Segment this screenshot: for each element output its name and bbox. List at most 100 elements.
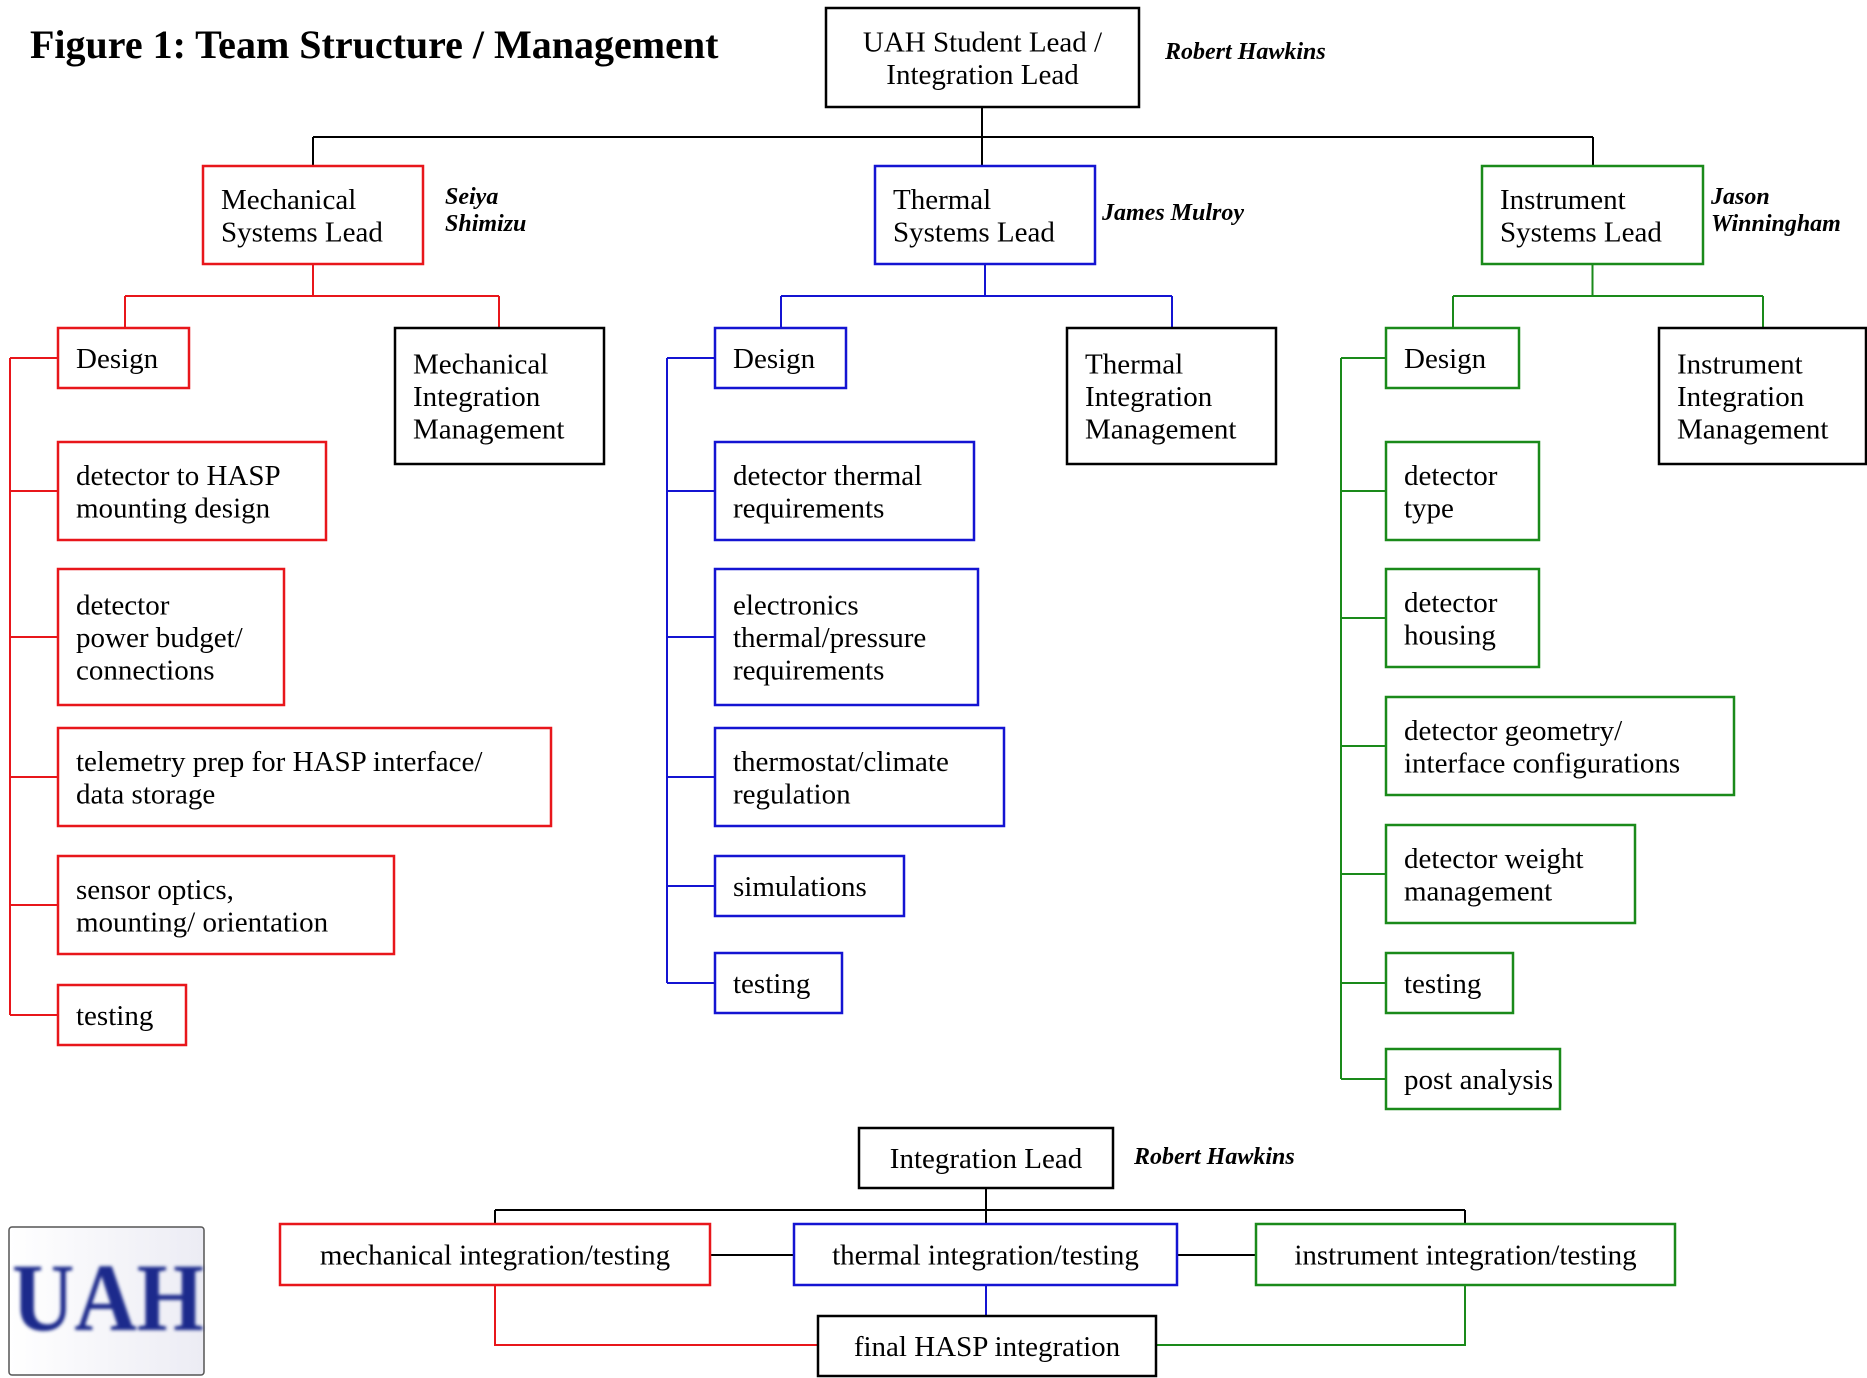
thermal-integration-box-frame: [792, 1222, 1179, 1287]
thermal-task-0-label: detector thermal: [733, 460, 922, 492]
mechanical-task-3-frame: [56, 854, 396, 956]
instrument-task-1-label: detector: [1404, 587, 1498, 619]
mechanical-lead-box-label: Systems Lead: [221, 216, 383, 248]
mechanical-integration-box-label: Integration: [413, 381, 541, 413]
instrument-task-1-frame: [1384, 567, 1541, 669]
thermal-task-3-frame: [713, 854, 906, 918]
instrument-integration-box-label: Integration: [1677, 381, 1805, 413]
thermal-design-box: Design: [713, 326, 848, 390]
instrument-task-3-frame: [1384, 823, 1637, 925]
thermal-design-box-frame: [713, 326, 848, 390]
thermal-task-4-label: testing: [733, 968, 810, 1000]
instrument-integration-box: instrument integration/testing: [1254, 1222, 1677, 1287]
instrument-integration-box-frame: [1254, 1222, 1677, 1287]
mechanical-integration-box-frame: [278, 1222, 712, 1287]
mechanical-task-1-label: connections: [76, 655, 215, 687]
instrument-task-4-frame: [1384, 951, 1515, 1015]
thermal-integration-box-frame: [1065, 326, 1278, 466]
final-hasp-integration-box-frame: [816, 1314, 1158, 1378]
instrument-design-box-label: Design: [1404, 343, 1487, 375]
mechanical-task-2-label: data storage: [76, 778, 215, 810]
thermal-task-3-label: simulations: [733, 871, 867, 903]
instrument-design-box-frame: [1384, 326, 1521, 390]
thermal-lead-connector: [780, 264, 1173, 328]
thermal-integration-box: thermal integration/testing: [792, 1222, 1179, 1287]
instrument-integration-box-label: instrument integration/testing: [1294, 1240, 1636, 1272]
thermal-integration-box-label: Management: [1085, 414, 1236, 446]
thermal-lead-name: James Mulroy: [1101, 200, 1244, 226]
mechanical-task-2-label: telemetry prep for HASP interface/: [76, 746, 483, 778]
mechanical-design-box-label: Design: [76, 343, 159, 375]
instrument-task-4-label: testing: [1404, 968, 1481, 1000]
final-hasp-integration-box-label: final HASP integration: [854, 1331, 1121, 1363]
thermal-task-1-label: thermal/pressure: [733, 622, 926, 654]
integration-lead-box-label: Integration Lead: [890, 1143, 1083, 1175]
instrument-task-3-label: detector weight: [1404, 843, 1584, 875]
thermal-integration-box-label: thermal integration/testing: [832, 1240, 1139, 1272]
page-title: Figure 1: Team Structure / Management: [30, 22, 719, 67]
final-hasp-integration-box: final HASP integration: [816, 1314, 1158, 1378]
thermal-task-3: simulations: [713, 854, 906, 918]
top-lead-box-label: UAH Student Lead /: [863, 26, 1103, 58]
top-lead-name: Robert Hawkins: [1164, 39, 1326, 65]
mechanical-task-3: sensor optics,mounting/ orientation: [56, 854, 396, 956]
thermal-task-0-label: requirements: [733, 492, 884, 524]
top-connector: [312, 107, 1594, 166]
mechanical-lead-name: Shimizu: [445, 211, 526, 237]
instrument-task-3-label: management: [1404, 875, 1552, 907]
instrument-task-0-label: type: [1404, 492, 1454, 524]
thermal-task-4-frame: [713, 951, 844, 1015]
instrument-task-1-label: housing: [1404, 619, 1496, 651]
instrument-task-0-frame: [1384, 440, 1541, 542]
logo-text: UAH: [12, 1244, 204, 1351]
instrument-task-0-label: detector: [1404, 460, 1498, 492]
logo-frame: [8, 1226, 205, 1376]
thermal-task-4: testing: [713, 951, 844, 1015]
thermal-task-2-label: thermostat/climate: [733, 746, 949, 778]
mechanical-integration-box: mechanical integration/testing: [278, 1222, 712, 1287]
mechanical-lead-box-frame: [201, 164, 425, 266]
thermal-task-1-label: requirements: [733, 655, 884, 687]
uah-logo: UAH: [8, 1226, 205, 1376]
instrument-task-4: testing: [1384, 951, 1515, 1015]
thermal-lead-box-frame: [873, 164, 1097, 266]
thermal-lead-box-label: Systems Lead: [893, 216, 1055, 248]
top-lead-box: UAH Student Lead /Integration Lead: [824, 6, 1141, 109]
mechanical-task-1-frame: [56, 567, 286, 707]
thermal-task-1-frame: [713, 567, 980, 707]
thermal-task-0-frame: [713, 440, 976, 542]
top-lead-box-frame: [824, 6, 1141, 109]
connector-lines: [9, 107, 1764, 1346]
mechanical-task-4-label: testing: [76, 1000, 153, 1032]
instrument-task-5-label: post analysis: [1404, 1064, 1553, 1096]
instrument-integration-box-label: Instrument: [1677, 349, 1803, 381]
instrument-to-final-link: [1156, 1285, 1466, 1346]
mechanical-task-0-label: mounting design: [76, 492, 271, 524]
thermal-integration-box-label: Thermal: [1085, 349, 1183, 381]
instrument-lead-name: Winningham: [1711, 211, 1841, 237]
mechanical-task-0-frame: [56, 440, 328, 542]
mechanical-task-4: testing: [56, 983, 188, 1047]
mechanical-task-3-label: mounting/ orientation: [76, 906, 329, 938]
thermal-task-spine: [666, 357, 715, 984]
instrument-lead-connector: [1452, 264, 1764, 328]
mechanical-design-box-frame: [56, 326, 191, 390]
instrument-task-spine: [1340, 357, 1386, 1080]
mechanical-task-0-label: detector to HASP: [76, 460, 281, 492]
mechanical-lead-box-label: Mechanical: [221, 184, 356, 216]
integration-lead-name: Robert Hawkins: [1133, 1144, 1295, 1170]
mechanical-integration-box-label: mechanical integration/testing: [320, 1240, 670, 1272]
mechanical-integration-box-frame: [393, 326, 606, 466]
mechanical-integration-box-label: Management: [413, 414, 564, 446]
instrument-lead-name: Jason: [1710, 184, 1770, 210]
